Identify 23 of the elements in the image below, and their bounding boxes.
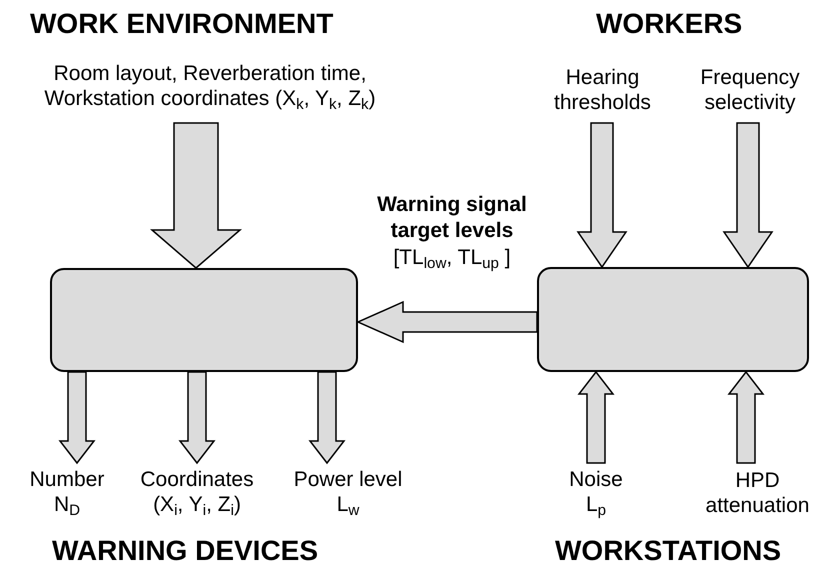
node-text: Room layout, Reverberation time, Workstation coordinates (X$_{k}$, Y$_{k}$, Z$_{k}$) — [5, 52, 415, 123]
node-text: Coordinates (X$_{i}$, Y$_{i}$, Z$_{i}$) — [135, 463, 259, 525]
node-text: Power level L$_{w}$ — [290, 463, 406, 525]
block-arrow — [727, 370, 765, 464]
block-arrow — [308, 371, 346, 464]
group-heading: WORK ENVIRONMENT — [30, 8, 334, 40]
node-text: Noise L$_{p}$ — [561, 463, 631, 525]
node-text: Hearing thresholds — [545, 58, 660, 123]
block-arrow — [722, 122, 774, 268]
rounded-box — [50, 268, 358, 372]
node-text: Number N$_{D}$ — [24, 463, 110, 525]
rounded-box — [537, 267, 809, 372]
group-heading: WARNING DEVICES — [52, 535, 318, 567]
block-arrow — [576, 122, 628, 268]
node-text: Frequency selectivity — [680, 58, 820, 123]
block-arrow — [356, 300, 538, 344]
block-arrow — [577, 370, 615, 464]
block-arrow — [58, 371, 96, 464]
block-arrow — [178, 371, 216, 464]
group-heading: WORKERS — [596, 8, 742, 40]
node-text: HPD attenuation — [695, 463, 820, 525]
group-heading: WORKSTATIONS — [555, 535, 782, 567]
block-arrow — [150, 122, 242, 269]
